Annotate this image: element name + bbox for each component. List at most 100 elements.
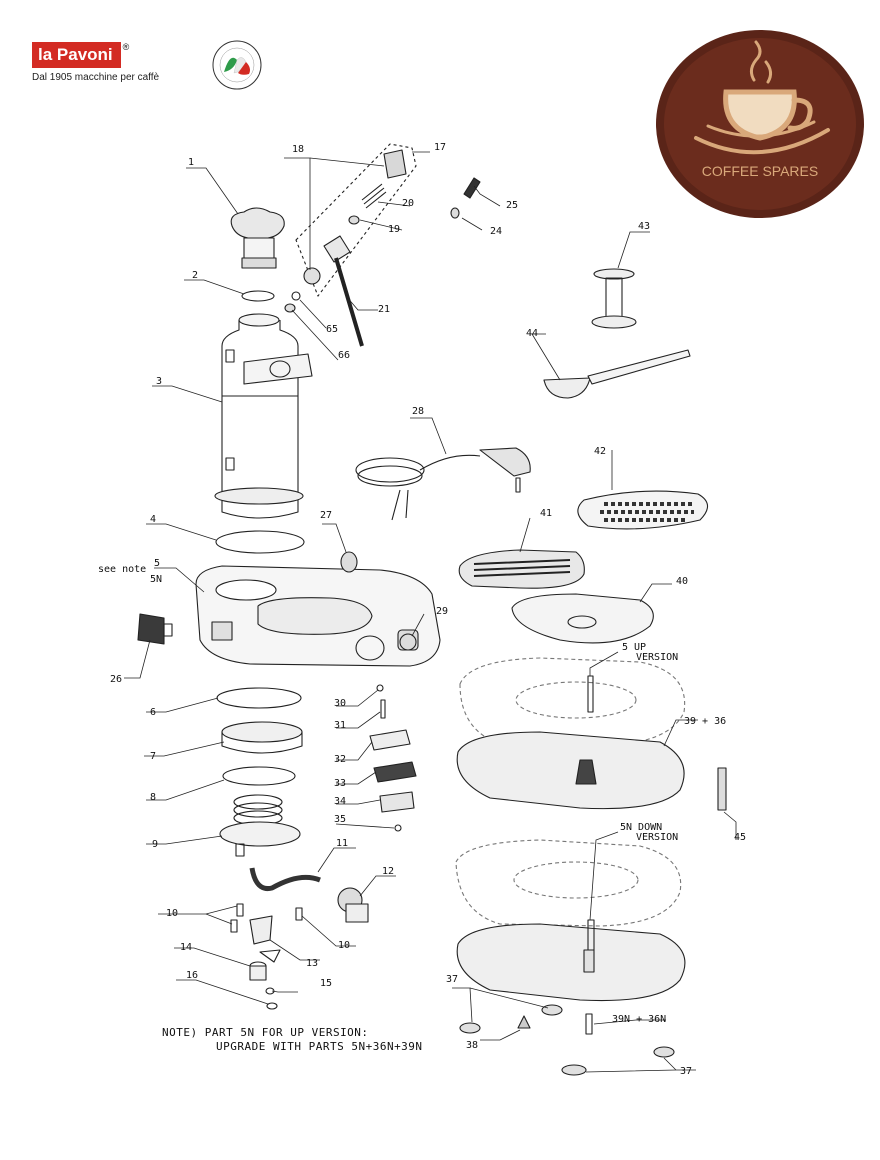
part-2-gasket bbox=[241, 290, 275, 302]
flag-red-icon bbox=[238, 62, 250, 75]
part-20-spring bbox=[361, 183, 387, 209]
label-32: 32 bbox=[334, 754, 346, 765]
label-5: 5 bbox=[154, 558, 160, 569]
part-21-lever bbox=[323, 235, 364, 347]
part-7-ring bbox=[221, 721, 303, 754]
label-41: 41 bbox=[540, 508, 552, 519]
label-14: 14 bbox=[180, 942, 192, 953]
label-21: 21 bbox=[378, 304, 390, 315]
label-3: 3 bbox=[156, 376, 162, 387]
label-37-upper: 37 bbox=[446, 974, 458, 985]
label-up-version-line1: 5 UP bbox=[622, 642, 646, 653]
part-14-cap bbox=[249, 961, 267, 981]
label-39n-36n: 39N + 36N bbox=[612, 1014, 666, 1025]
label-1: 1 bbox=[188, 157, 194, 168]
label-down-version-line1: 5N DOWN bbox=[620, 822, 662, 833]
label-33: 33 bbox=[334, 778, 346, 789]
part-45-screw bbox=[717, 767, 727, 811]
label-45: 45 bbox=[734, 832, 746, 843]
part-33-connector bbox=[373, 761, 417, 783]
brand-logo: la Pavoni ® Dal 1905 macchine per caffè bbox=[32, 42, 159, 83]
label-39-36: 39 + 36 bbox=[684, 716, 726, 727]
part-12-thermostat bbox=[337, 887, 369, 923]
part-13-bracket bbox=[249, 915, 273, 945]
part-13-spring-clip bbox=[259, 949, 281, 963]
label-4: 4 bbox=[150, 514, 156, 525]
part-16-nut bbox=[266, 1002, 278, 1010]
brand-wordmark: la Pavoni bbox=[32, 42, 121, 68]
part-30-washer bbox=[376, 684, 384, 692]
label-24: 24 bbox=[490, 226, 502, 237]
part-40-drip-tray bbox=[511, 593, 654, 644]
part-24-washer bbox=[450, 207, 460, 219]
part-42-grid-plate bbox=[577, 490, 709, 530]
part-65-oring bbox=[291, 291, 301, 301]
label-28: 28 bbox=[412, 406, 424, 417]
part-26-switch bbox=[137, 613, 173, 645]
part-25-pin bbox=[463, 177, 481, 199]
coffee-spares-badge: COFFEE SPARES bbox=[656, 30, 864, 218]
part-66-washer bbox=[284, 303, 296, 313]
part-28-power-cord bbox=[355, 447, 531, 521]
label-10-right: 10 bbox=[338, 940, 350, 951]
label-34: 34 bbox=[334, 796, 346, 807]
label-15: 15 bbox=[320, 978, 332, 989]
part-39n-36n-bottom-plate-down bbox=[456, 919, 686, 1002]
part-37-foot-right bbox=[541, 1004, 563, 1016]
part-38-foot bbox=[517, 1015, 531, 1029]
label-up-version-line2: VERSION bbox=[636, 652, 678, 663]
label-down-version-line2: VERSION bbox=[636, 832, 678, 843]
label-31: 31 bbox=[334, 720, 346, 731]
label-2: 2 bbox=[192, 270, 198, 281]
note-line-1: NOTE) PART 5N FOR UP VERSION: bbox=[162, 1026, 369, 1039]
part-43-tamper bbox=[591, 268, 637, 329]
part-6-gasket bbox=[216, 687, 302, 709]
label-25: 25 bbox=[506, 200, 518, 211]
part-37-foot-left bbox=[459, 1022, 481, 1034]
label-27: 27 bbox=[320, 510, 332, 521]
label-13: 13 bbox=[306, 958, 318, 969]
label-42: 42 bbox=[594, 446, 606, 457]
label-5n: 5N bbox=[150, 574, 162, 585]
label-35: 35 bbox=[334, 814, 346, 825]
label-20: 20 bbox=[402, 198, 414, 209]
handmade-in-italy-seal bbox=[212, 40, 262, 90]
part-39-36-bottom-plate-up bbox=[456, 675, 685, 810]
part-41-drip-grid bbox=[458, 549, 585, 589]
label-9: 9 bbox=[152, 839, 158, 850]
label-6: 6 bbox=[150, 707, 156, 718]
coffee-cup-icon bbox=[694, 40, 830, 155]
label-26: 26 bbox=[110, 674, 122, 685]
part-34-terminal-block bbox=[379, 791, 415, 813]
label-19: 19 bbox=[388, 224, 400, 235]
label-see-note: see note bbox=[98, 564, 146, 575]
part-10-screws bbox=[230, 903, 303, 933]
part-1-knob bbox=[230, 207, 285, 269]
part-32-terminal bbox=[369, 729, 411, 751]
note-line-2: UPGRADE WITH PARTS 5N+36N+39N bbox=[216, 1040, 423, 1053]
part-11-tube bbox=[249, 867, 321, 892]
label-30: 30 bbox=[334, 698, 346, 709]
part-19-seal bbox=[348, 215, 360, 225]
part-18-nut bbox=[303, 267, 321, 285]
part-27-grommet bbox=[340, 551, 358, 573]
part-labels: 1 2 3 4 see note 5 5N 26 6 7 8 9 10 10 1… bbox=[98, 142, 746, 1077]
brand-tagline: Dal 1905 macchine per caffè bbox=[32, 72, 160, 83]
badge-label: COFFEE SPARES bbox=[702, 163, 818, 179]
label-17: 17 bbox=[434, 142, 446, 153]
label-11: 11 bbox=[336, 838, 348, 849]
label-18: 18 bbox=[292, 144, 304, 155]
label-29: 29 bbox=[436, 606, 448, 617]
down-version-base-outline bbox=[455, 839, 682, 927]
part-9-heating-element bbox=[219, 794, 301, 857]
part-8-gasket bbox=[222, 766, 296, 786]
part-44-scoop bbox=[543, 349, 691, 399]
label-16: 16 bbox=[186, 970, 198, 981]
part-3-boiler bbox=[214, 313, 313, 519]
part-17-valve-cap bbox=[383, 149, 407, 179]
label-65: 65 bbox=[326, 324, 338, 335]
part-5-base bbox=[195, 565, 441, 667]
label-8: 8 bbox=[150, 792, 156, 803]
part-37-foot-bottom-right bbox=[653, 1046, 675, 1058]
